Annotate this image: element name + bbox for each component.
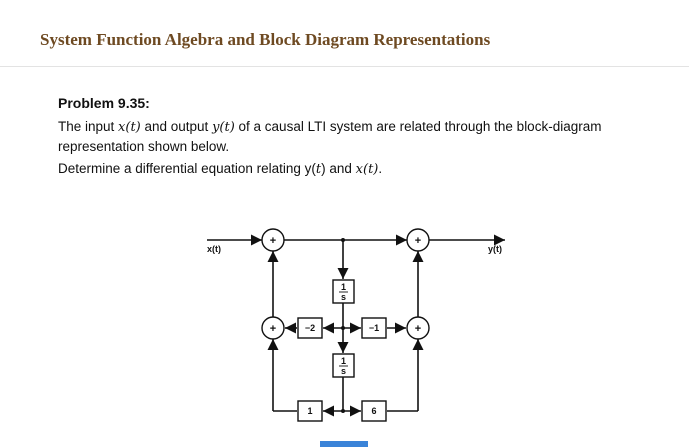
- junction-dot: [341, 238, 345, 242]
- gain-left-mid-value: −2: [305, 323, 315, 333]
- statement-text-2: and output: [140, 119, 213, 134]
- task-text-2: ) and: [321, 161, 356, 176]
- task-t-symbol: t: [315, 162, 322, 177]
- statement-text-4: representation shown below.: [58, 139, 230, 154]
- task-x-symbol: x(t): [355, 162, 379, 177]
- input-symbol: x(t): [118, 120, 141, 135]
- integrator-bottom-denominator: s: [341, 366, 346, 376]
- gain-left-bottom-value: 1: [307, 406, 312, 416]
- statement-text-3: of a causal LTI system are related throu…: [234, 119, 602, 134]
- junction-dot: [341, 409, 345, 413]
- integrator-bottom-numerator: 1: [341, 356, 346, 366]
- gain-right-bottom-value: 6: [371, 406, 376, 416]
- gain-right-bottom-block: [361, 400, 387, 422]
- junction-dot: [341, 326, 345, 330]
- adder-top-left: [261, 228, 285, 252]
- adder-mid-right-symbol: +: [415, 323, 421, 335]
- page-title: System Function Algebra and Block Diagra…: [40, 30, 491, 49]
- title-divider: [0, 66, 689, 67]
- adder-mid-left: [261, 316, 285, 340]
- task-text-3: .: [378, 161, 383, 176]
- gain-left-bottom-block: [297, 400, 323, 422]
- integrator-bottom-block: [332, 353, 355, 378]
- output-label: y(t): [488, 244, 502, 254]
- gain-right-mid-block: [361, 317, 387, 339]
- input-label: x(t): [207, 244, 221, 254]
- gain-left-mid-block: [297, 317, 323, 339]
- adder-mid-left-symbol: +: [270, 323, 276, 335]
- integrator-top-denominator: s: [341, 292, 346, 302]
- adder-top-left-symbol: +: [270, 235, 276, 247]
- output-symbol: y(t): [212, 120, 235, 135]
- adder-mid-right: [406, 316, 430, 340]
- task-text-1: Determine a differential equation relati…: [58, 161, 316, 176]
- integrator-top-block: [332, 279, 355, 304]
- gain-right-mid-value: −1: [369, 323, 379, 333]
- integrator-top-numerator: 1: [341, 282, 346, 292]
- problem-task: Determine a differential equation relati…: [58, 159, 658, 179]
- accent-bar: [320, 441, 368, 447]
- adder-top-right-symbol: +: [415, 235, 421, 247]
- problem-heading: Problem 9.35:: [58, 95, 150, 111]
- adder-top-right: [406, 228, 430, 252]
- statement-text-1: The input: [58, 119, 119, 134]
- problem-statement: The input x(t) and output y(t) of a caus…: [58, 117, 658, 156]
